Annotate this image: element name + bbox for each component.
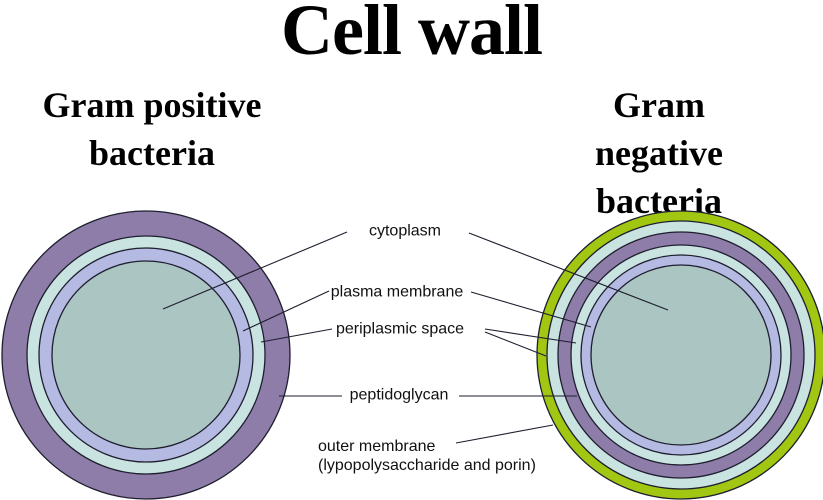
gram-negative-cell xyxy=(536,210,823,500)
gram-positive-heading-line2: bacteria xyxy=(89,133,215,173)
gram-positive-cell xyxy=(1,210,291,500)
page-title: Cell wall xyxy=(281,0,543,70)
periplasmic-space-label: periplasmic space xyxy=(335,320,465,338)
label-pointer-lines xyxy=(162,231,669,444)
plasma-membrane-line-left xyxy=(242,290,330,332)
gram-positive-heading: Gram positive bacteria xyxy=(43,81,262,177)
outer-membrane-label: outer membrane (lypopolysaccharide and p… xyxy=(318,437,536,475)
peptidoglycan-label: peptidoglycan xyxy=(349,386,449,404)
outer-membrane-label-line2: (lypopolysaccharide and porin) xyxy=(318,457,536,474)
gram-negative-heading: Gram negative bacteria xyxy=(577,81,741,225)
cytoplasm-line-left xyxy=(162,231,348,310)
outer-membrane-line xyxy=(455,424,554,444)
gram-positive-heading-line1: Gram positive xyxy=(42,85,262,125)
periplasmic-space-line-right-outer xyxy=(484,331,547,357)
cytoplasm-line-right xyxy=(468,232,669,311)
periplasmic-space-line-right-inner xyxy=(484,328,577,344)
gram-positive-cytoplasm-circle xyxy=(51,260,241,450)
periplasmic-space-line-left xyxy=(260,328,333,343)
plasma-membrane-line-right xyxy=(470,291,592,328)
gram-negative-heading-line1: Gram negative xyxy=(595,85,723,173)
plasma-membrane-label: plasma membrane xyxy=(330,283,464,301)
outer-membrane-label-line1: outer membrane xyxy=(318,438,436,455)
cytoplasm-label: cytoplasm xyxy=(368,222,442,240)
gram-negative-cytoplasm-circle xyxy=(590,264,772,446)
